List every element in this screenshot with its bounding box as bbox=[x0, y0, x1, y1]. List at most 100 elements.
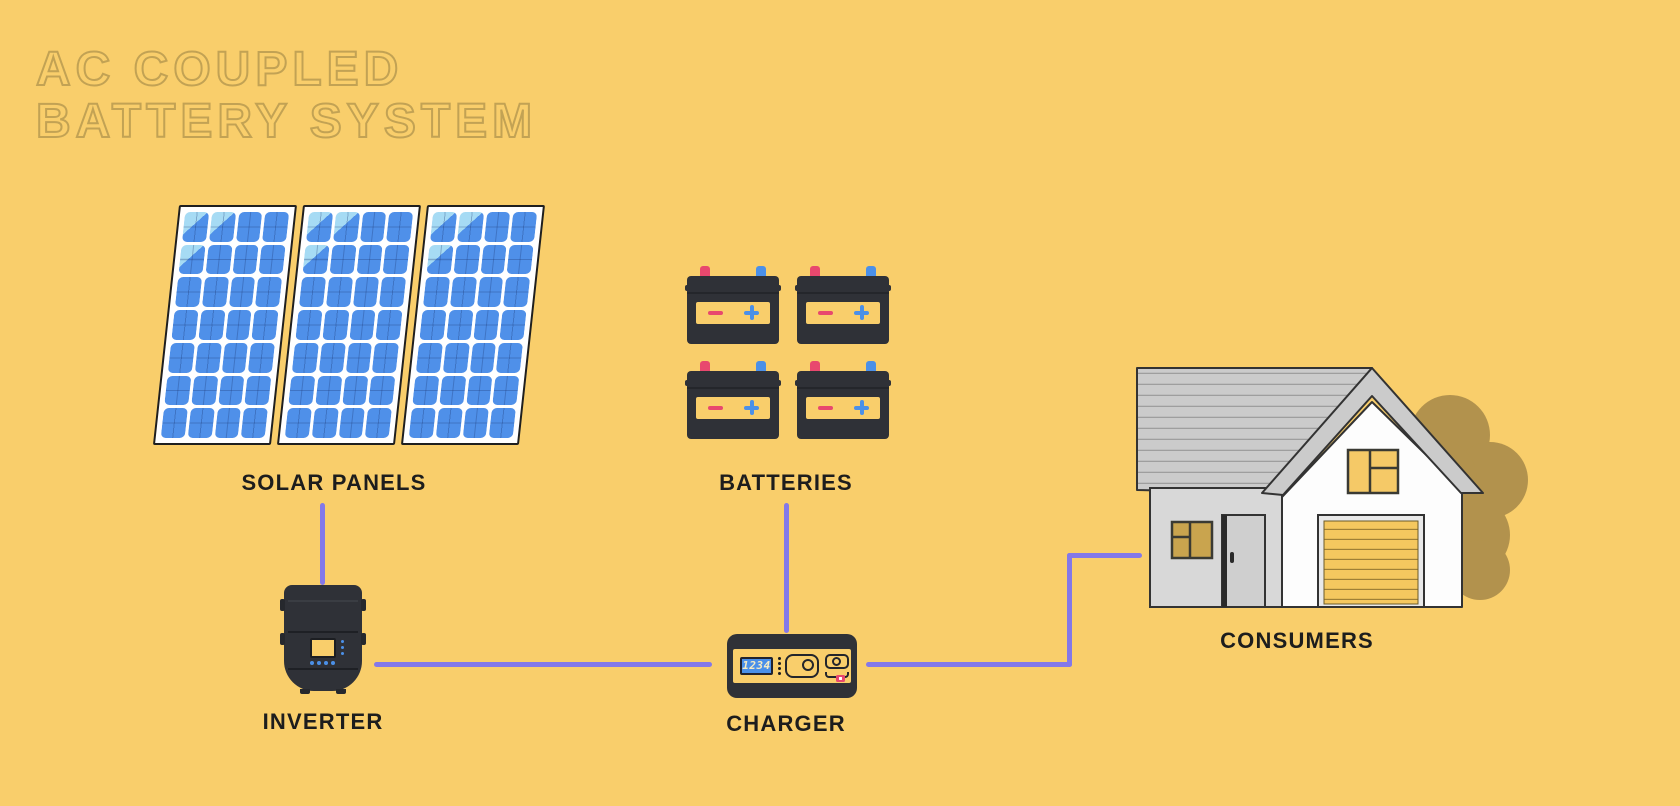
solar-cell bbox=[465, 375, 493, 406]
battery-body bbox=[795, 276, 891, 344]
solar-cell bbox=[329, 244, 357, 275]
negative-terminal-icon bbox=[700, 361, 710, 377]
solar-cell bbox=[262, 212, 290, 242]
solar-cell bbox=[492, 375, 520, 406]
solar-cell bbox=[221, 342, 249, 373]
solar-cell bbox=[284, 408, 312, 438]
solar-cell bbox=[359, 212, 387, 242]
batteries-label: BATTERIES bbox=[719, 470, 853, 495]
solar-cell bbox=[322, 310, 350, 340]
solar-cell bbox=[228, 277, 256, 308]
solar-cell bbox=[479, 244, 507, 275]
led-icon bbox=[341, 646, 344, 649]
led-icon bbox=[341, 640, 344, 643]
dial-knob-icon bbox=[802, 659, 814, 671]
positive-terminal-icon bbox=[866, 266, 876, 282]
side-window bbox=[1170, 520, 1214, 560]
solar-cell bbox=[198, 310, 226, 340]
solar-cell bbox=[446, 310, 474, 340]
solar-cell bbox=[348, 310, 376, 340]
solar-cell bbox=[375, 310, 403, 340]
battery-label-band bbox=[696, 397, 770, 419]
solar-panel bbox=[400, 205, 545, 445]
plus-icon bbox=[854, 305, 869, 320]
solar-panels-label: SOLAR PANELS bbox=[241, 470, 427, 495]
battery bbox=[795, 361, 891, 439]
battery-label-band bbox=[806, 397, 880, 419]
solar-cell bbox=[187, 408, 215, 438]
battery bbox=[685, 266, 781, 344]
battery-body bbox=[795, 371, 891, 439]
solar-cell bbox=[190, 375, 218, 406]
positive-terminal-icon bbox=[756, 266, 766, 282]
button-icon bbox=[310, 661, 314, 665]
charger-lcd: 1234 bbox=[740, 657, 773, 675]
front-door bbox=[1221, 514, 1266, 608]
battery bbox=[685, 361, 781, 439]
minus-icon bbox=[818, 406, 833, 410]
solar-cell bbox=[379, 277, 407, 308]
mount-tab-icon bbox=[361, 633, 366, 645]
led-icon bbox=[341, 652, 344, 655]
solar-cell bbox=[422, 277, 450, 308]
connector-charger-to-house-h2 bbox=[1067, 553, 1142, 558]
solar-cell bbox=[244, 375, 272, 406]
solar-cell bbox=[483, 212, 511, 242]
consumers-label: CONSUMERS bbox=[1220, 628, 1374, 653]
solar-cell bbox=[248, 342, 276, 373]
solar-cell bbox=[240, 408, 268, 438]
solar-cell bbox=[325, 277, 353, 308]
solar-cell bbox=[352, 277, 380, 308]
vent-dot-icon bbox=[778, 657, 781, 660]
solar-cell bbox=[503, 277, 531, 308]
solar-cell bbox=[178, 244, 206, 275]
solar-cell bbox=[438, 375, 466, 406]
solar-cell bbox=[205, 244, 233, 275]
solar-cell bbox=[372, 342, 400, 373]
solar-cell bbox=[453, 244, 481, 275]
charger-label: CHARGER bbox=[726, 711, 846, 736]
solar-cell bbox=[338, 408, 366, 438]
gable-roof bbox=[1261, 367, 1484, 496]
solar-cell bbox=[231, 244, 259, 275]
plus-icon bbox=[744, 400, 759, 415]
solar-cell bbox=[314, 375, 342, 406]
solar-cell bbox=[201, 277, 229, 308]
title-line-1: AC COUPLED bbox=[35, 43, 404, 97]
door-handle-icon bbox=[1230, 552, 1234, 563]
solar-cell bbox=[306, 212, 333, 242]
solar-cell bbox=[255, 277, 283, 308]
solar-cell bbox=[430, 212, 457, 242]
solar-cell bbox=[355, 244, 383, 275]
solar-cell bbox=[496, 342, 524, 373]
solar-cell bbox=[442, 342, 470, 373]
solar-cell bbox=[341, 375, 369, 406]
solar-cell bbox=[174, 277, 202, 308]
solar-cell bbox=[302, 244, 330, 275]
positive-terminal-icon bbox=[756, 361, 766, 377]
solar-cell bbox=[419, 310, 447, 340]
negative-terminal-icon bbox=[810, 266, 820, 282]
solar-cell bbox=[318, 342, 346, 373]
connector-batteries-to-charger bbox=[784, 503, 789, 633]
negative-terminal-icon bbox=[810, 361, 820, 377]
vent-dot-icon bbox=[778, 662, 781, 665]
solar-cell bbox=[415, 342, 443, 373]
charger-panel: 1234 bbox=[733, 649, 851, 683]
connector-charger-to-house-v bbox=[1067, 553, 1072, 667]
charger-dial bbox=[785, 654, 819, 678]
minus-icon bbox=[818, 311, 833, 315]
button-icon bbox=[331, 661, 335, 665]
battery-label-band bbox=[696, 302, 770, 324]
solar-cell bbox=[214, 408, 242, 438]
charger-device: 1234 bbox=[727, 634, 857, 698]
solar-panel bbox=[276, 205, 421, 445]
solar-panel bbox=[152, 205, 297, 445]
solar-cell bbox=[235, 212, 263, 242]
meter-knob-icon bbox=[832, 657, 841, 666]
negative-terminal-icon bbox=[700, 266, 710, 282]
solar-cell bbox=[472, 310, 500, 340]
device-foot bbox=[336, 689, 346, 694]
solar-cell bbox=[160, 408, 188, 438]
